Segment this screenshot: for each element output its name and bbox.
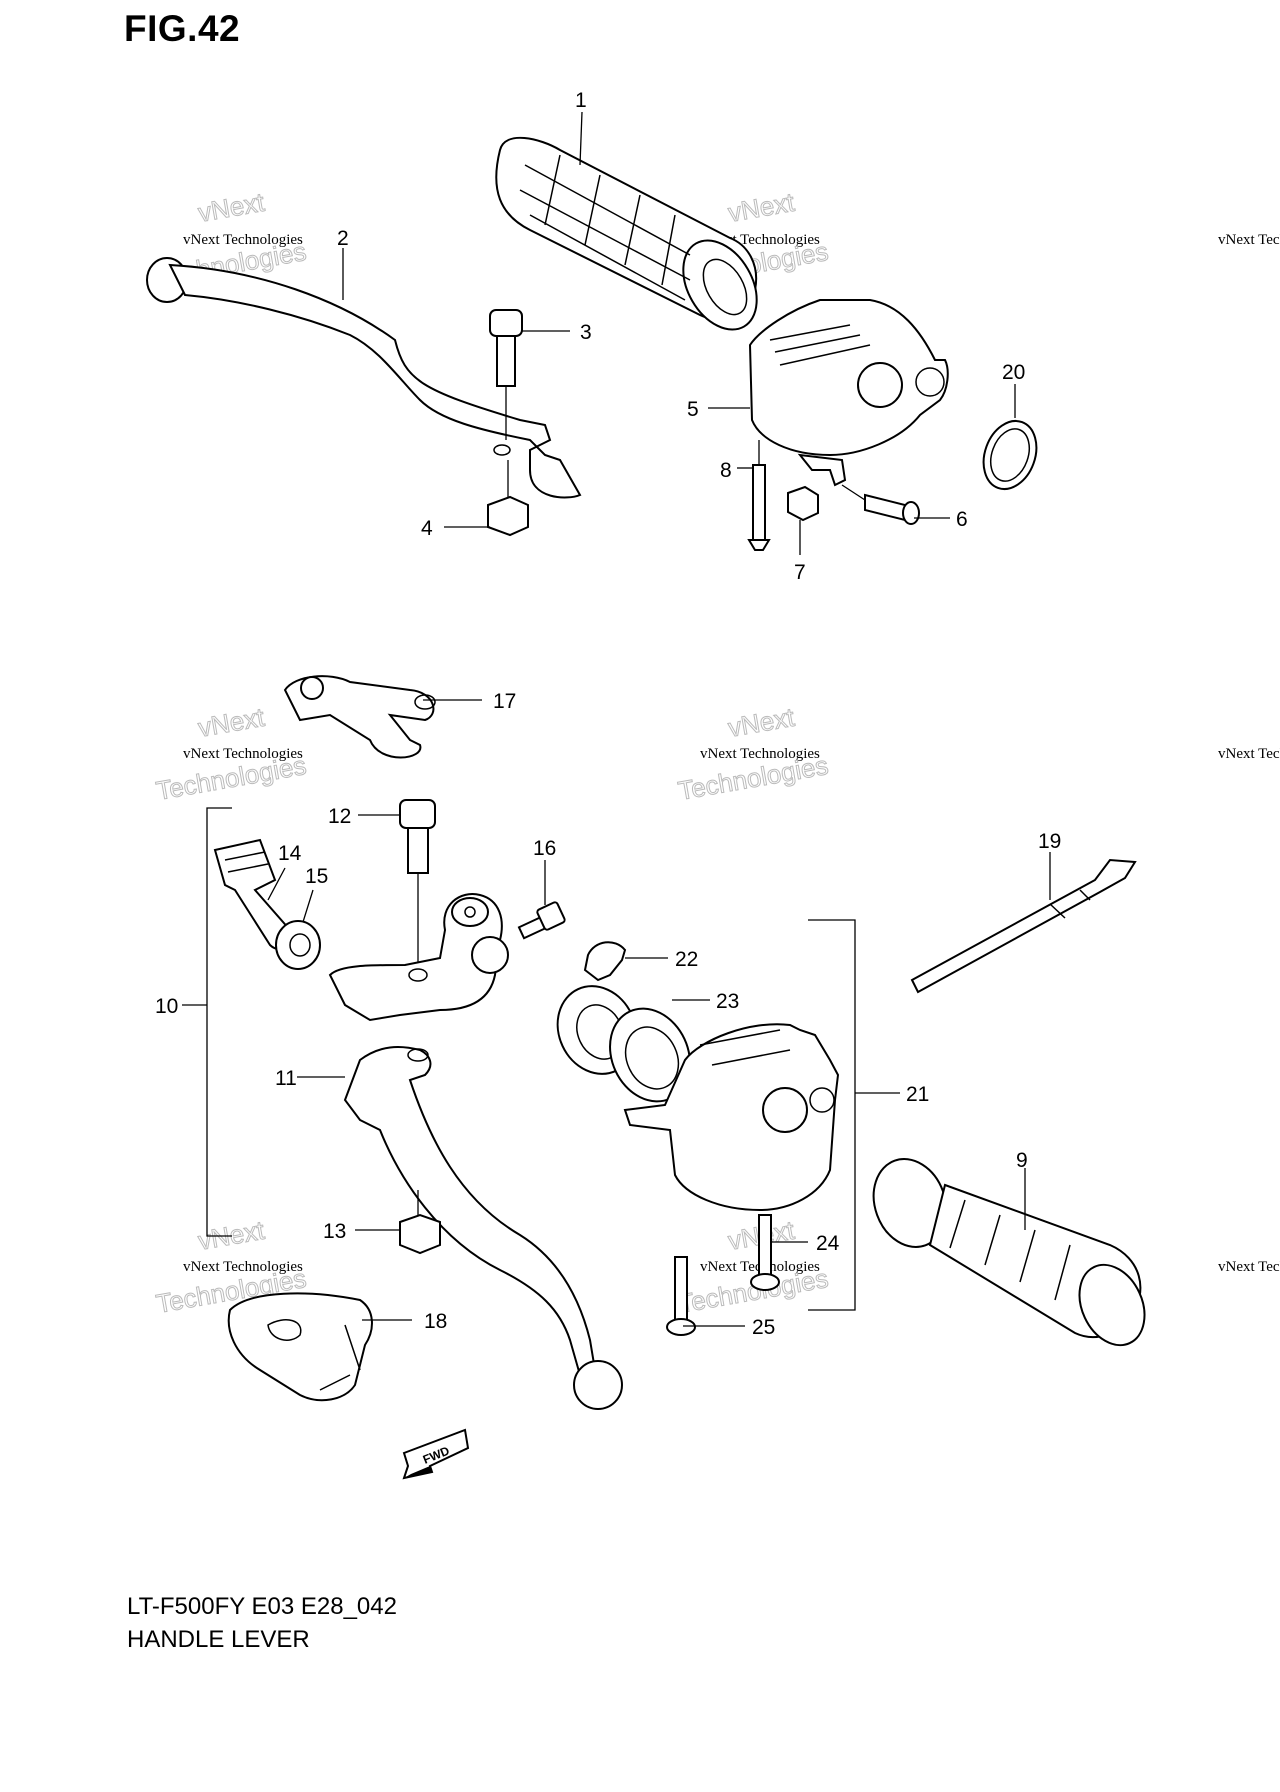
svg-text:vNext Technologies: vNext Technologies xyxy=(1218,746,1280,762)
part-25-screw xyxy=(666,1256,696,1336)
callout-18: 18 xyxy=(424,1310,447,1333)
part-21-switch-assembly xyxy=(623,1023,840,1212)
callout-10: 10 xyxy=(155,995,178,1018)
watermark-6: vNext Technologies xyxy=(1218,746,1280,762)
part-8-screw xyxy=(747,440,771,551)
part-17-bracket xyxy=(283,675,436,759)
bracket-10 xyxy=(182,807,232,1237)
svg-text:vNext Technologies: vNext Technologies xyxy=(1218,1259,1280,1275)
callout-11: 11 xyxy=(275,1067,297,1090)
callout-13: 13 xyxy=(323,1220,346,1243)
callout-19: 19 xyxy=(1038,830,1061,853)
svg-text:vNext Technologies: vNext Technologies xyxy=(183,746,303,762)
svg-text:vNext Technologies: vNext Technologies xyxy=(183,232,303,248)
callout-1: 1 xyxy=(575,89,587,112)
callout-7: 7 xyxy=(794,561,806,584)
part-24-screw xyxy=(750,1214,780,1291)
part-2-lever xyxy=(146,257,582,499)
watermark-4: vNext vNext Technologies Technologies xyxy=(153,701,309,806)
model-code: LT-F500FY E03 E28_042 xyxy=(127,1593,397,1620)
watermark-5: vNext vNext Technologies Technologies xyxy=(675,701,831,806)
callout-labels: 1 2 3 4 5 6 7 8 9 10 11 12 13 14 15 16 1… xyxy=(155,89,1061,1339)
svg-text:vNext: vNext xyxy=(726,702,797,743)
part-5-switch-box xyxy=(748,299,949,487)
part-3-bolt xyxy=(489,309,523,440)
callout-8: 8 xyxy=(720,459,732,482)
svg-text:vNext Technologies: vNext Technologies xyxy=(700,746,820,762)
svg-text:vNext Technologies: vNext Technologies xyxy=(1218,232,1280,248)
part-22-clamp xyxy=(583,941,627,982)
part-18-cover xyxy=(227,1292,373,1402)
callout-20: 20 xyxy=(1002,361,1025,384)
figure-title: FIG.42 xyxy=(124,8,241,49)
callout-22: 22 xyxy=(675,948,698,971)
part-11-lever xyxy=(343,1046,623,1410)
part-20-o-ring xyxy=(982,420,1038,490)
svg-text:vNext: vNext xyxy=(196,702,267,743)
svg-text:vNext Technologies: vNext Technologies xyxy=(183,1259,303,1275)
part-9-grip xyxy=(872,1158,1146,1347)
svg-text:vNext: vNext xyxy=(196,187,267,228)
watermark-9: vNext Technologies xyxy=(1218,1259,1280,1275)
callout-14: 14 xyxy=(278,842,302,865)
callout-17: 17 xyxy=(493,690,516,713)
watermark-8: vNext vNext Technologies Technologies xyxy=(675,1214,831,1319)
watermark-3: vNext Technologies xyxy=(1218,232,1280,248)
callout-4: 4 xyxy=(421,517,433,540)
callout-9: 9 xyxy=(1016,1149,1028,1172)
section-name: HANDLE LEVER xyxy=(127,1626,310,1653)
callout-3: 3 xyxy=(580,321,592,344)
fwd-arrow: FWD xyxy=(402,1428,470,1480)
part-13-nut xyxy=(399,1213,441,1255)
part-4-nut xyxy=(487,460,529,537)
part-23-rings xyxy=(556,985,691,1103)
callout-21: 21 xyxy=(906,1083,929,1106)
part-7-nut xyxy=(787,485,819,522)
part-12-bolt xyxy=(399,799,436,970)
svg-text:vNext: vNext xyxy=(726,187,797,228)
bracket-21 xyxy=(808,919,900,1311)
leader-lines xyxy=(267,111,1051,1327)
callout-16: 16 xyxy=(533,837,556,860)
part-19-strap xyxy=(910,858,1137,994)
part-10-holder xyxy=(328,893,509,1022)
callout-12: 12 xyxy=(328,805,351,828)
callout-5: 5 xyxy=(687,398,699,421)
part-6-screw xyxy=(841,484,920,525)
callout-25: 25 xyxy=(752,1316,775,1339)
callout-6: 6 xyxy=(956,508,968,531)
callout-15: 15 xyxy=(305,865,328,888)
part-16-small-bolt xyxy=(517,901,566,940)
part-1-grip xyxy=(495,136,758,331)
part-15-locknut xyxy=(275,920,321,970)
callout-2: 2 xyxy=(337,227,349,250)
callout-23: 23 xyxy=(716,990,739,1013)
callout-24: 24 xyxy=(816,1232,840,1255)
